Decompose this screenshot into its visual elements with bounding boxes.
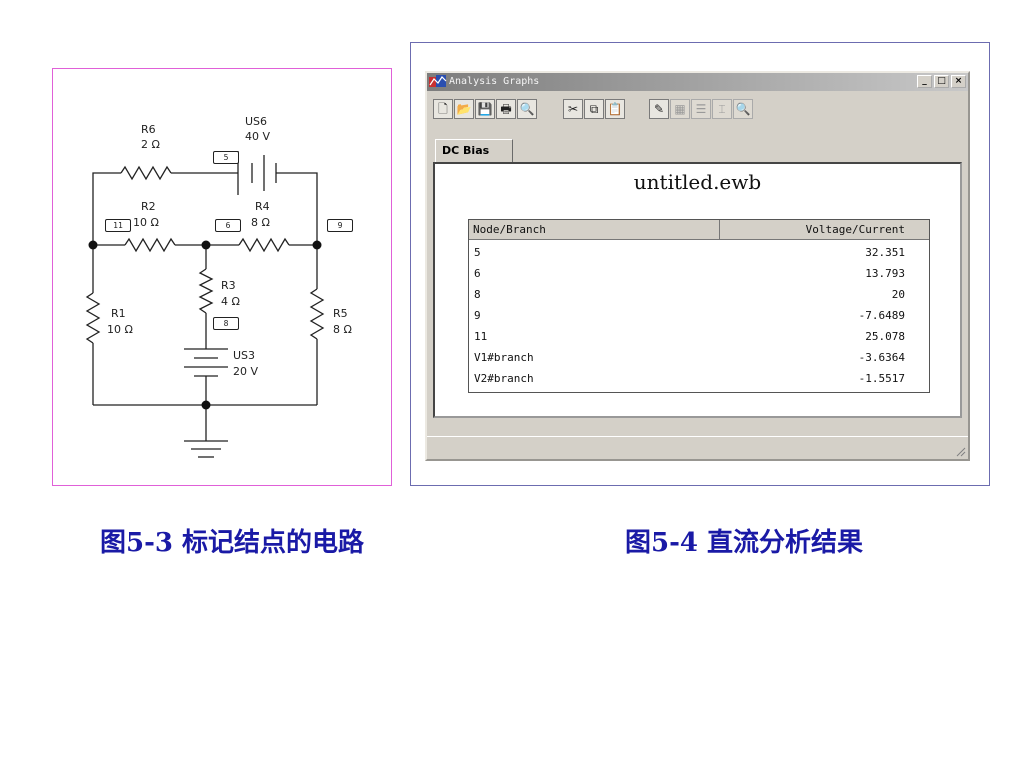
grid-icon[interactable]: ▦ [670, 99, 690, 119]
cell-value: 32.351 [865, 246, 905, 259]
save-icon[interactable]: 💾 [475, 99, 495, 119]
resistor-r2-symbol [124, 237, 176, 253]
table-row[interactable]: V1#branch -3.6364 [469, 347, 929, 368]
table-row[interactable]: V2#branch -1.5517 [469, 368, 929, 389]
node-tag-11: 11 [105, 219, 131, 232]
document-title: untitled.ewb [633, 170, 762, 194]
table-row[interactable]: 5 32.351 [469, 242, 929, 263]
minimize-button[interactable]: _ [917, 75, 932, 88]
table-header: Node/Branch Voltage/Current [469, 220, 929, 240]
tab-dc-bias[interactable]: DC Bias [435, 139, 513, 163]
window-title: Analysis Graphs [449, 76, 540, 87]
circuit-diagram-figure: R6 2 Ω US6 40 V R2 10 Ω R4 8 Ω R3 4 Ω R1… [52, 68, 392, 486]
resistor-r4-symbol [238, 237, 290, 253]
r6-name-label: R6 [141, 123, 156, 136]
dc-bias-results-table: Node/Branch Voltage/Current 5 32.351 6 1… [468, 219, 930, 393]
print-icon[interactable]: 🖶 [496, 99, 516, 119]
cursor-icon[interactable]: ⌶ [712, 99, 732, 119]
close-button[interactable]: × [951, 75, 966, 88]
r5-name-label: R5 [333, 307, 348, 320]
table-row[interactable]: 8 20 [469, 284, 929, 305]
r3-value-label: 4 Ω [221, 295, 240, 308]
node-tag-6: 6 [215, 219, 241, 232]
wire-top-left [92, 172, 121, 245]
column-divider[interactable] [719, 220, 720, 239]
status-bar [427, 436, 968, 459]
voltage-source-us3-symbol [184, 348, 228, 377]
table-row[interactable]: 9 -7.6489 [469, 305, 929, 326]
resistor-r5-symbol [309, 288, 325, 340]
maximize-button[interactable]: □ [934, 75, 949, 88]
r1-value-label: 10 Ω [107, 323, 133, 336]
resize-grip-icon[interactable] [954, 445, 966, 457]
new-icon[interactable]: 🗋 [433, 99, 453, 119]
cut-icon[interactable]: ✂ [563, 99, 583, 119]
resistor-r6-symbol [120, 165, 172, 181]
zoom-icon[interactable]: 🔍 [733, 99, 753, 119]
r2-name-label: R2 [141, 200, 156, 213]
cell-node: 6 [474, 267, 481, 280]
ground-symbol [184, 440, 228, 458]
us3-value-label: 20 V [233, 365, 259, 378]
junction-dot [201, 240, 211, 250]
junction-dot [312, 240, 322, 250]
circuit-schematic [85, 151, 325, 458]
dc-bias-panel: untitled.ewb Node/Branch Voltage/Current… [433, 162, 962, 418]
analysis-graphs-window: Analysis Graphs _ □ × 🗋 📂 💾 🖶 🔍 ✂ ⧉ 📋 ✎ … [425, 71, 970, 461]
properties-icon[interactable]: ✎ [649, 99, 669, 119]
voltage-source-us6-symbol [237, 151, 277, 195]
node-tag-8: 8 [213, 317, 239, 330]
cell-node: 9 [474, 309, 481, 322]
cell-value: 13.793 [865, 267, 905, 280]
us6-value-label: 40 V [245, 130, 271, 143]
cell-value: -7.6489 [858, 309, 905, 322]
print-preview-icon[interactable]: 🔍 [517, 99, 537, 119]
legend-icon[interactable]: ☰ [691, 99, 711, 119]
copy-icon[interactable]: ⧉ [584, 99, 604, 119]
table-row[interactable]: 11 25.078 [469, 326, 929, 347]
cell-node: V2#branch [474, 372, 534, 385]
app-icon [429, 75, 447, 87]
us6-name-label: US6 [245, 115, 268, 128]
r4-value-label: 8 Ω [251, 216, 270, 229]
r2-value-label: 10 Ω [133, 216, 159, 229]
open-icon[interactable]: 📂 [454, 99, 474, 119]
junction-dot [88, 240, 98, 250]
resistor-r3-symbol [198, 268, 214, 314]
cell-value: 25.078 [865, 330, 905, 343]
resistor-r1-symbol [85, 292, 101, 344]
column-header-voltage-current[interactable]: Voltage/Current [805, 223, 905, 236]
caption-figure-5-4: 图5-4 直流分析结果 [625, 528, 864, 558]
r1-name-label: R1 [111, 307, 126, 320]
window-titlebar[interactable]: Analysis Graphs _ □ × [427, 73, 968, 91]
r5-value-label: 8 Ω [333, 323, 352, 336]
cell-value: -1.5517 [858, 372, 905, 385]
node-tag-9: 9 [327, 219, 353, 232]
junction-dot [201, 400, 211, 410]
caption-figure-5-3: 图5-3 标记结点的电路 [100, 528, 365, 558]
wire-top-right [276, 172, 318, 245]
cell-value: -3.6364 [858, 351, 905, 364]
paste-icon[interactable]: 📋 [605, 99, 625, 119]
node-tag-5: 5 [213, 151, 239, 164]
toolbar: 🗋 📂 💾 🖶 🔍 ✂ ⧉ 📋 ✎ ▦ ☰ ⌶ 🔍 [431, 95, 851, 123]
r3-name-label: R3 [221, 279, 236, 292]
cell-node: 8 [474, 288, 481, 301]
cell-node: V1#branch [474, 351, 534, 364]
r6-value-label: 2 Ω [141, 138, 160, 151]
cell-value: 20 [891, 288, 905, 301]
column-header-node-branch[interactable]: Node/Branch [473, 223, 546, 236]
us3-name-label: US3 [233, 349, 256, 362]
table-row[interactable]: 6 13.793 [469, 263, 929, 284]
cell-node: 5 [474, 246, 481, 259]
cell-node: 11 [474, 330, 488, 343]
dc-analysis-screenshot-figure: Analysis Graphs _ □ × 🗋 📂 💾 🖶 🔍 ✂ ⧉ 📋 ✎ … [410, 42, 990, 486]
r4-name-label: R4 [255, 200, 270, 213]
